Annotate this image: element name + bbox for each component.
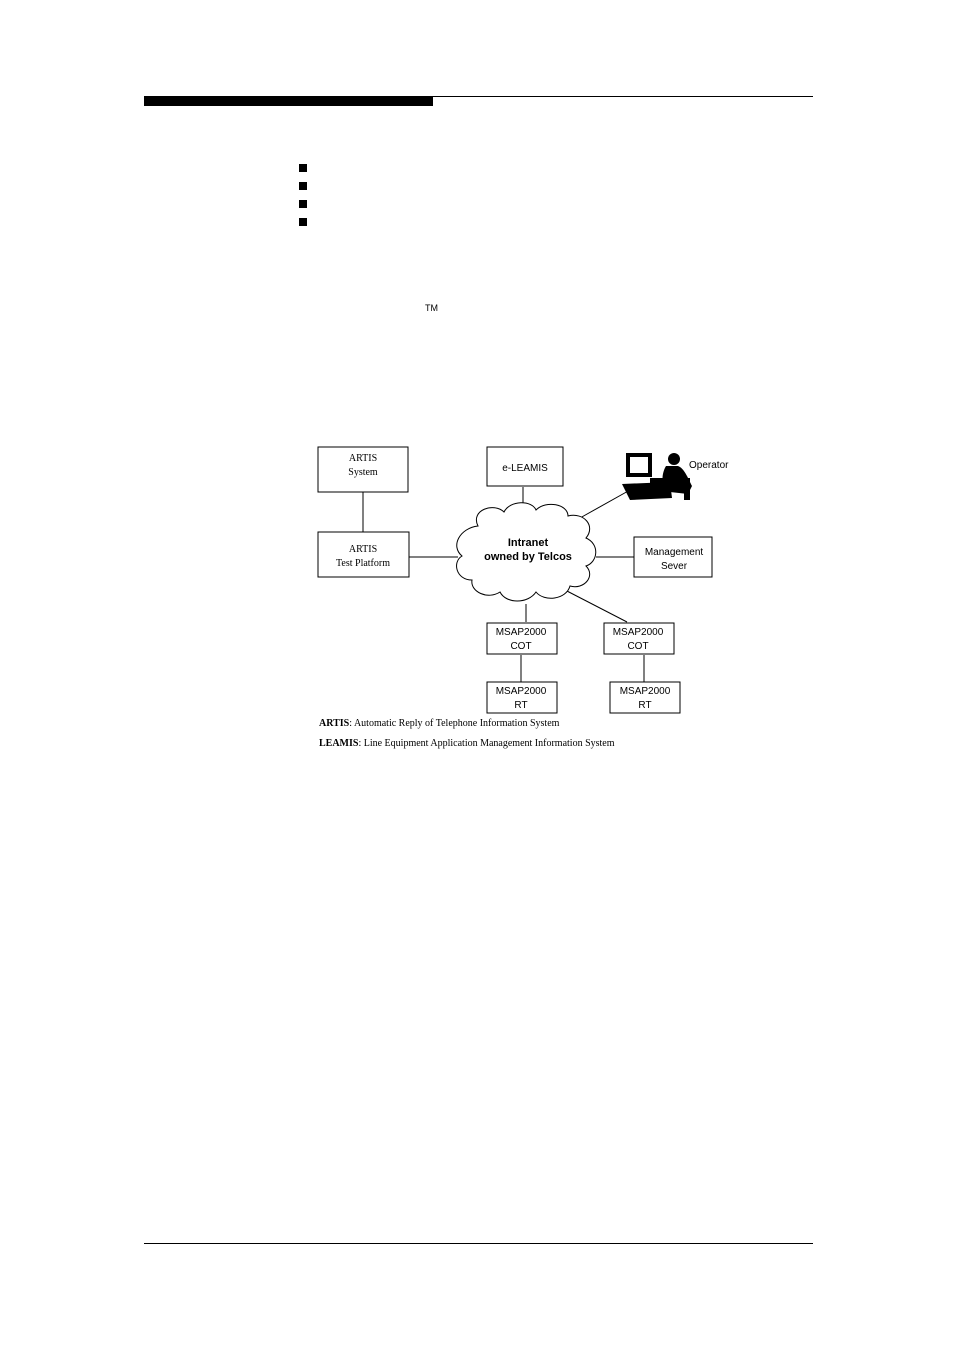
legend-leamis: LEAMIS: Line Equipment Application Manag… (319, 738, 615, 749)
msap-rt-1-label-1: MSAP2000 (496, 686, 547, 697)
intranet-label-line2: owned by Telcos (484, 551, 572, 563)
legend-leamis-definition: : Line Equipment Application Management … (358, 738, 615, 749)
msap-rt-box-1 (486, 681, 558, 714)
artis-platform-label-1: ARTIS (349, 544, 377, 555)
management-server-label-1: Management (645, 547, 704, 558)
artis-test-platform-box (317, 531, 410, 578)
msap-rt-2-label-1: MSAP2000 (620, 686, 671, 697)
msap-cot-1-label-1: MSAP2000 (496, 627, 547, 638)
legend-artis: ARTIS: Automatic Reply of Telephone Info… (319, 718, 559, 729)
msap-cot-2-label-1: MSAP2000 (613, 627, 664, 638)
header-rule-thick (144, 96, 433, 106)
link-operator-intranet (579, 489, 631, 519)
bullet-square-3 (299, 200, 307, 208)
operator-label: Operator (689, 460, 729, 471)
network-diagram: Intranet owned by Telcos ARTIS System AR… (317, 446, 729, 714)
intranet-label-line1: Intranet (508, 537, 549, 549)
msap-rt-1-label-2: RT (514, 700, 527, 711)
artis-system-label-2: System (348, 467, 378, 478)
footer-rule (144, 1243, 813, 1244)
e-leamis-box (486, 446, 564, 487)
management-server-box (633, 536, 713, 578)
legend-artis-definition: : Automatic Reply of Telephone Informati… (349, 718, 560, 729)
msap-cot-box-2 (603, 622, 675, 655)
artis-system-label-1: ARTIS (349, 453, 377, 464)
artis-system-box (317, 446, 409, 493)
management-server-label-2: Sever (661, 561, 688, 572)
msap-cot-1-label-2: COT (510, 641, 531, 652)
link-intranet-cot2 (564, 589, 628, 623)
msap-rt-box-2 (609, 681, 681, 714)
legend-artis-term: ARTIS (319, 718, 350, 729)
msap-rt-2-label-2: RT (638, 700, 651, 711)
msap-cot-box-1 (486, 622, 558, 655)
trademark-mark: TM (425, 303, 438, 313)
msap-cot-2-label-2: COT (627, 641, 648, 652)
e-leamis-label: e-LEAMIS (502, 463, 548, 474)
bullet-square-4 (299, 218, 307, 226)
bullet-square-1 (299, 164, 307, 172)
bullet-square-2 (299, 182, 307, 190)
header-rule-thin (144, 96, 813, 97)
intranet-cloud-icon (456, 502, 597, 602)
legend-leamis-term: LEAMIS (319, 738, 359, 749)
artis-platform-label-2: Test Platform (336, 558, 390, 569)
operator-workstation-icon (622, 453, 692, 500)
